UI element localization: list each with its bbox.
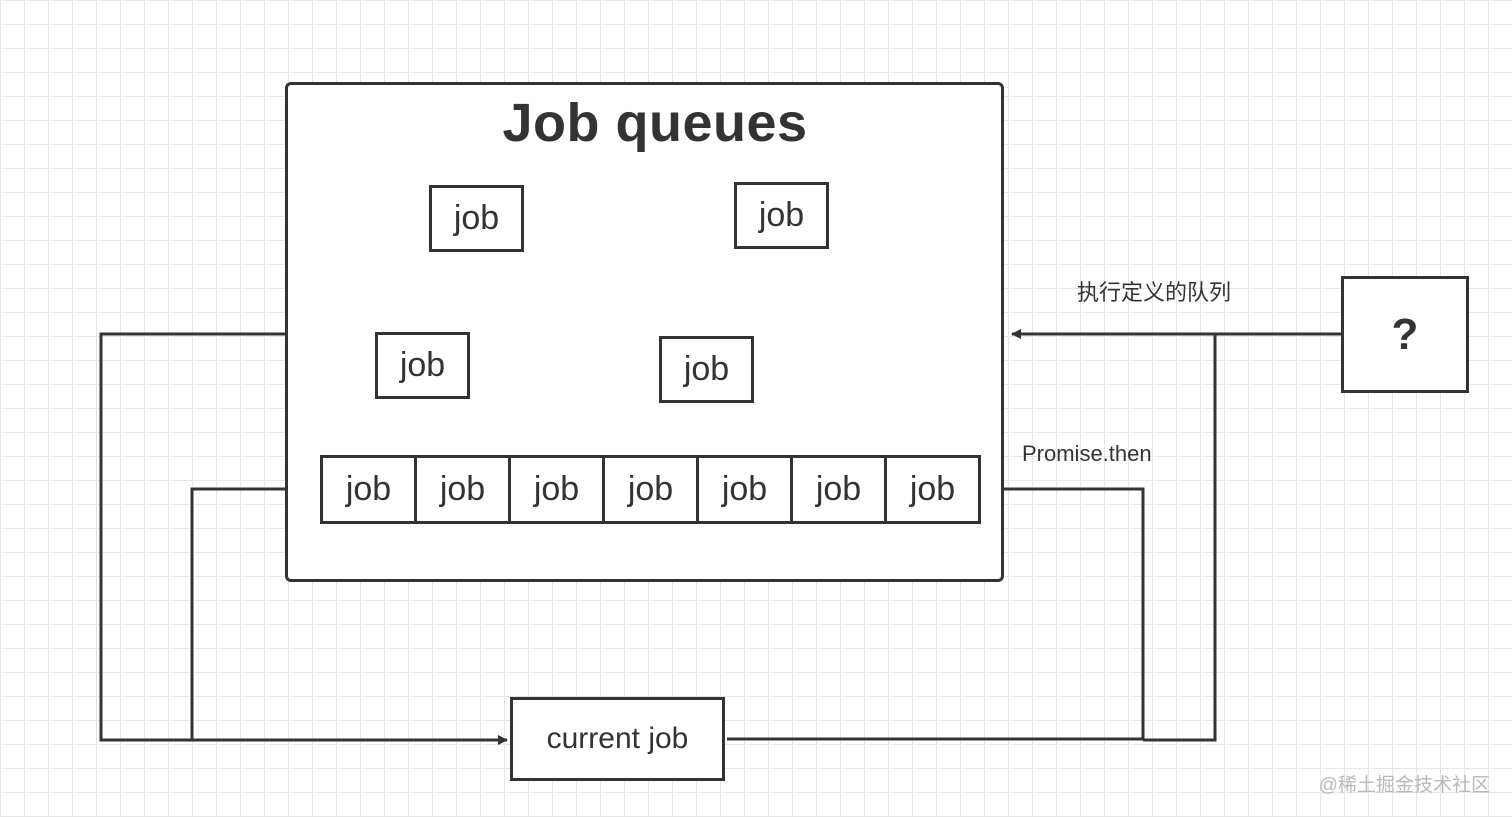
job-queues-title: Job queues [502,93,808,153]
job-node: job [429,185,524,252]
job-node: job [375,332,470,399]
connector-source-to-current [1143,334,1217,742]
queue-cell: job [511,458,605,521]
job-node: job [659,336,754,403]
queue-cell: job [417,458,511,521]
job-node: job [734,182,829,249]
job-queue-row: job job job job job job job [320,455,981,524]
queue-cell: job [909,470,956,508]
queue-cell: job [323,458,417,521]
queue-cell: job [793,458,887,521]
connector-row-to-current [190,487,320,740]
connector-current-to-row [727,484,1145,741]
edge-label-promise-then: Promise.then [1022,441,1152,466]
edge-label-enqueue: 执行定义的队列 [1077,280,1232,305]
current-job-node: current job [510,697,725,781]
watermark: @稀土掘金技术社区 [1318,775,1490,796]
queue-cell: job [699,458,793,521]
unknown-source-node: ? [1341,276,1469,393]
queue-cell: job [605,458,699,521]
connector-queue-to-current [99,332,508,745]
